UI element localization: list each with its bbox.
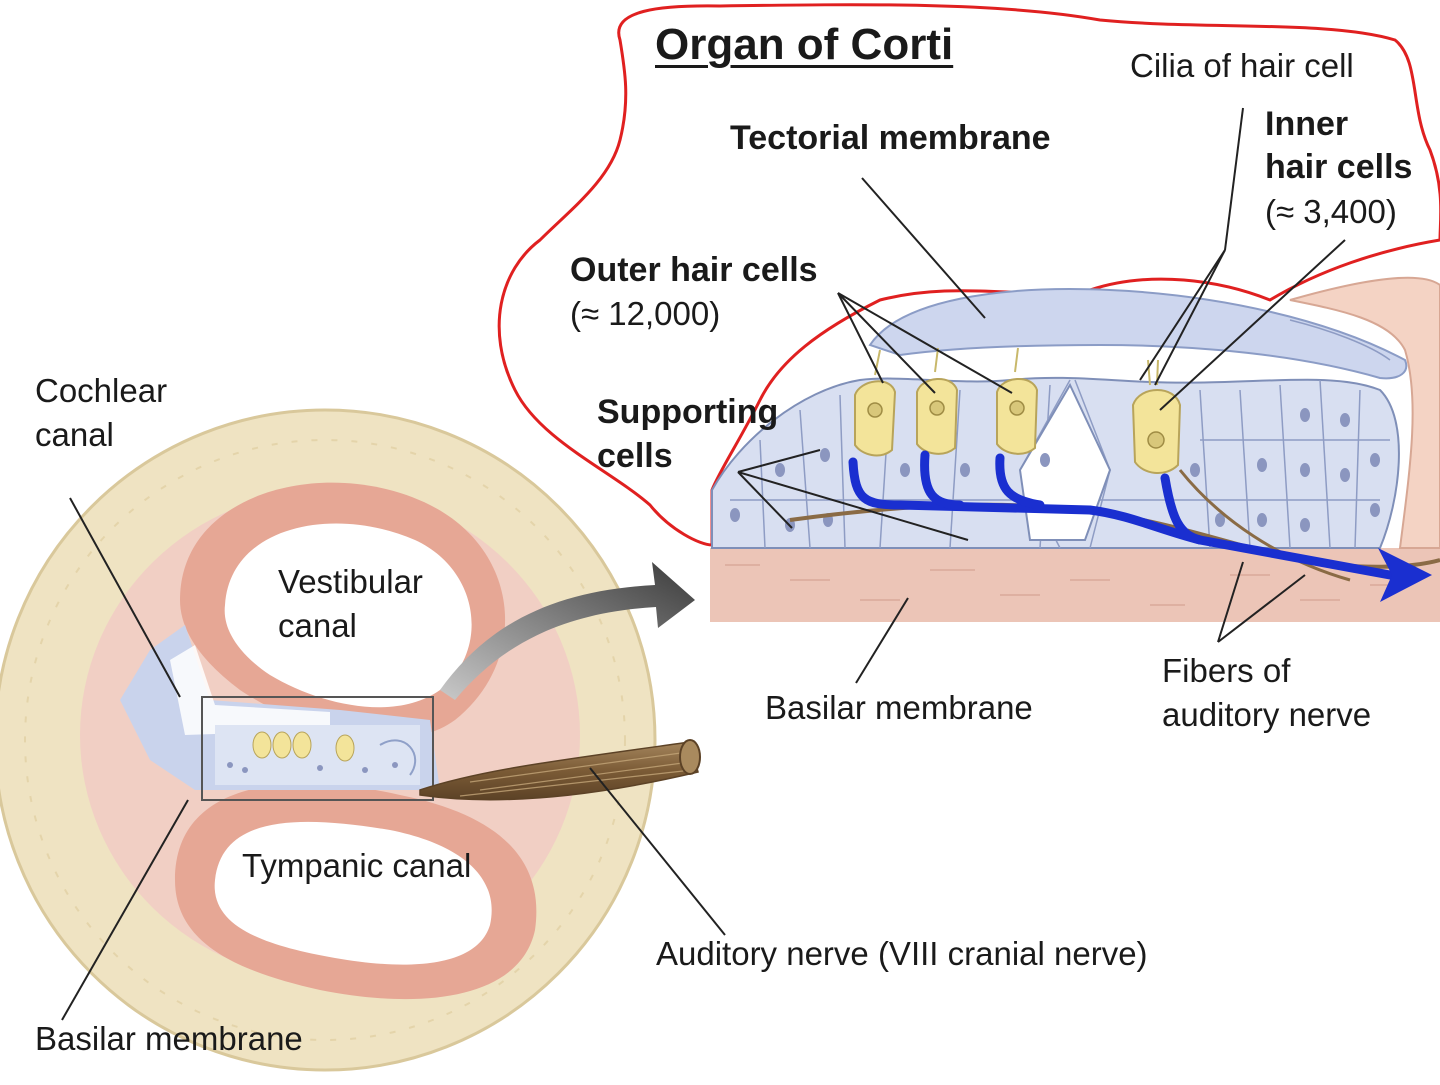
label-vestibular-line2: canal <box>278 607 357 644</box>
organ-of-corti-thumbnail <box>215 725 420 785</box>
label-outer-line1: Outer hair cells <box>570 251 818 289</box>
organ-of-corti-detail <box>497 3 1440 622</box>
tympanic-canal <box>214 821 492 965</box>
leader-lines <box>61 107 1346 1021</box>
label-tympanic-canal: Tympanic canal <box>242 847 472 884</box>
auditory-nerve-trunk <box>419 741 699 801</box>
tunnel-of-corti <box>1018 382 1112 541</box>
auditory-nerve-fibers <box>848 450 1395 580</box>
outer-hair-cells <box>854 347 1039 457</box>
vestibular-canal <box>224 523 472 708</box>
label-vestibular-line1: Vestibular <box>278 563 423 600</box>
cochlea-cross-section <box>0 408 701 1072</box>
diagram-title: Organ of Corti <box>655 20 954 69</box>
label-supporting-line1: Supporting <box>597 393 779 431</box>
label-cochlear-line2: canal <box>35 416 114 453</box>
label-supporting-line2: cells <box>597 437 673 475</box>
label-outer-count: (≈ 12,000) <box>570 295 721 332</box>
label-auditory-nerve: Auditory nerve (VIII cranial nerve) <box>656 935 1148 972</box>
inner-hair-cell <box>1131 359 1182 474</box>
label-basilar-membrane-cross-section: Basilar membrane <box>35 1020 303 1057</box>
label-tectorial-membrane: Tectorial membrane <box>730 119 1051 157</box>
label-inner-count: (≈ 3,400) <box>1265 193 1397 230</box>
label-basilar-membrane-detail: Basilar membrane <box>765 689 1033 726</box>
zoom-arrow <box>440 562 695 700</box>
basilar-membrane-band <box>710 548 1440 622</box>
label-cochlear-line1: Cochlear <box>35 372 168 409</box>
label-fibers-line1: Fibers of <box>1162 652 1291 689</box>
limbus <box>1289 276 1440 549</box>
zoom-box <box>201 696 434 801</box>
label-fibers-line2: auditory nerve <box>1162 696 1372 733</box>
cell-nuclei <box>730 408 1380 532</box>
tectorial-membrane <box>868 288 1408 380</box>
label-inner-line2: hair cells <box>1265 148 1413 186</box>
label-cilia-of-hair-cell: Cilia of hair cell <box>1130 47 1354 84</box>
nerve-signal-arrowhead <box>1378 548 1432 602</box>
label-inner-line1: Inner <box>1265 105 1349 143</box>
nerve-cut-end <box>679 739 701 775</box>
